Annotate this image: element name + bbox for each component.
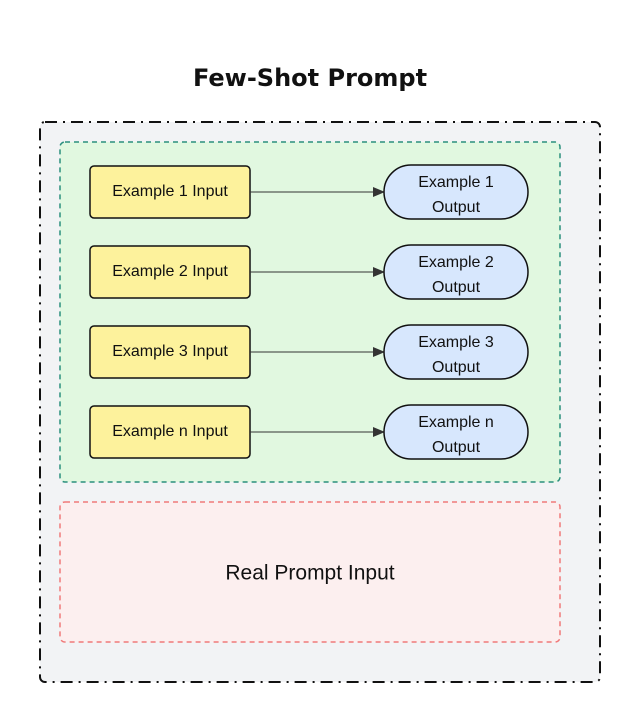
example-input-label: Example n Input — [112, 423, 228, 440]
example-output-label-line2: Output — [432, 199, 481, 216]
example-input-label: Example 1 Input — [112, 183, 228, 200]
diagram-title: Few-Shot Prompt — [192, 64, 428, 92]
example-output-box — [383, 164, 529, 220]
example-output-label-line2: Output — [432, 279, 481, 296]
real-prompt-group — [59, 501, 561, 643]
example-output-box — [383, 404, 529, 460]
example-output-label-line2: Output — [432, 359, 481, 376]
example-input-label: Example 2 Input — [112, 263, 228, 280]
examples-group — [59, 141, 561, 483]
example-output-box — [383, 244, 529, 300]
example-output-box — [383, 324, 529, 380]
example-output-label-line1: Example 1 — [418, 174, 494, 191]
real-prompt-label: Real Prompt Input — [225, 562, 394, 585]
example-output-label-line1: Example 2 — [418, 254, 494, 271]
example-output-label-line1: Example 3 — [418, 334, 494, 351]
example-output-label-line1: Example n — [418, 414, 494, 431]
example-output-label-line2: Output — [432, 439, 481, 456]
example-input-label: Example 3 Input — [112, 343, 228, 360]
